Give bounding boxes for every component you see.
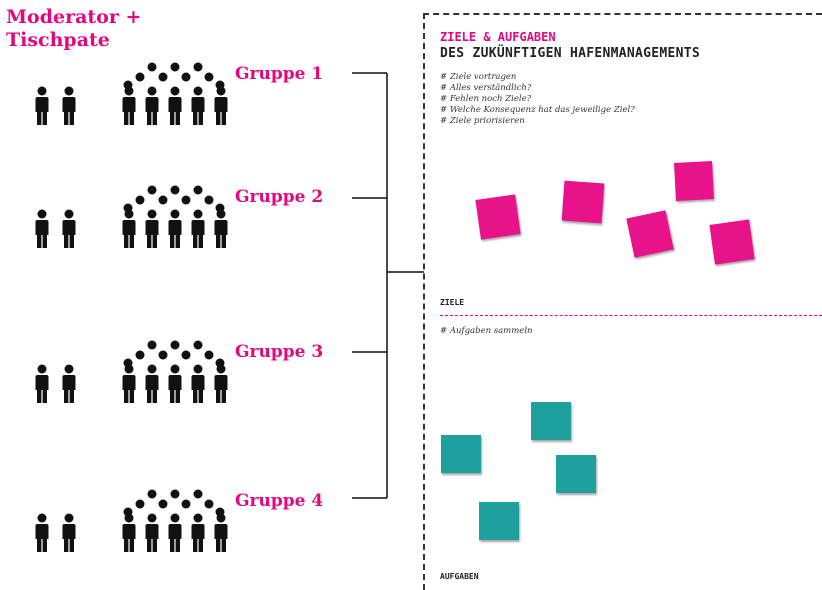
person-icon [168,86,182,125]
person-head-icon [204,499,214,509]
person-head-icon [170,340,180,350]
group-1-label: Gruppe 1 [235,64,324,84]
pink-sticky-note [709,219,755,265]
person-icon [122,209,136,248]
tasks-instruction: # Aufgaben sammeln [440,326,533,336]
person-head-icon [158,350,168,360]
list-item: # Ziele priorisieren [440,116,525,126]
title-line-2: Tischpate [6,29,110,51]
person-icon [145,364,159,403]
person-head-icon [204,350,214,360]
person-head-icon [158,72,168,82]
person-icon [214,364,228,403]
person-icon [214,209,228,248]
person-icon [62,209,76,248]
group-1-people-icon [35,62,228,125]
person-head-icon [135,72,145,82]
person-head-icon [193,62,203,72]
person-icon [35,209,49,248]
moderator-title: Moderator + Tischpate [6,6,141,52]
teal-sticky-note [479,502,519,540]
person-head-icon [135,350,145,360]
group-3-people-icon [35,340,228,403]
person-icon [145,86,159,125]
teal-sticky-note [531,402,571,440]
board-instruction-list: # Ziele vortragen # Alles verständlich? … [440,72,635,127]
person-head-icon [170,489,180,499]
person-head-icon [193,340,203,350]
person-icon [168,209,182,248]
teal-sticky-note [556,455,596,493]
person-head-icon [181,72,191,82]
pink-sticky-note [561,180,605,224]
title-line-1: Moderator + [6,6,142,28]
person-head-icon [158,195,168,205]
person-icon [145,209,159,248]
list-item: # Ziele vortragen [440,72,517,82]
person-icon [122,364,136,403]
pink-sticky-note [674,161,714,201]
person-icon [191,209,205,248]
person-head-icon [181,195,191,205]
person-head-icon [204,195,214,205]
group-bracket-connector [352,72,424,499]
board-heading-2: DES ZUKÜNFTIGEN HAFENMANAGEMENTS [440,46,701,61]
person-icon [214,513,228,552]
list-item: # Welche Konsequenz hat das jeweilige Zi… [440,105,635,115]
goals-tasks-board: ZIELE & AUFGABEN DES ZUKÜNFTIGEN HAFENMA… [423,13,822,590]
person-icon [168,364,182,403]
person-head-icon [158,499,168,509]
person-icon [168,513,182,552]
group-2-people-icon [35,185,228,248]
person-icon [122,513,136,552]
person-head-icon [135,195,145,205]
person-icon [191,86,205,125]
section-goals-label: ZIELE [440,298,465,307]
person-icon [62,513,76,552]
person-head-icon [181,499,191,509]
person-head-icon [147,340,157,350]
group-4-label: Gruppe 4 [235,491,324,511]
person-icon [62,364,76,403]
person-head-icon [135,499,145,509]
list-item: # Alles verständlich? [440,83,532,93]
group-4-people-icon [35,489,228,552]
person-head-icon [170,62,180,72]
person-icon [35,364,49,403]
group-3-label: Gruppe 3 [235,342,324,362]
person-icon [214,86,228,125]
person-head-icon [204,72,214,82]
person-icon [191,513,205,552]
section-divider [440,315,822,316]
section-tasks-label: AUFGABEN [440,572,479,581]
person-icon [122,86,136,125]
person-head-icon [147,185,157,195]
person-head-icon [147,489,157,499]
board-heading-1: ZIELE & AUFGABEN [440,30,556,44]
list-item: # Fehlen noch Ziele? [440,94,532,104]
person-icon [35,86,49,125]
person-icon [145,513,159,552]
person-head-icon [193,185,203,195]
person-head-icon [147,62,157,72]
person-head-icon [193,489,203,499]
teal-sticky-note [441,435,481,473]
person-icon [191,364,205,403]
pink-sticky-note [626,210,674,258]
person-icon [35,513,49,552]
person-head-icon [170,185,180,195]
person-head-icon [181,350,191,360]
pink-sticky-note [475,194,521,240]
person-icon [62,86,76,125]
group-2-label: Gruppe 2 [235,187,324,207]
